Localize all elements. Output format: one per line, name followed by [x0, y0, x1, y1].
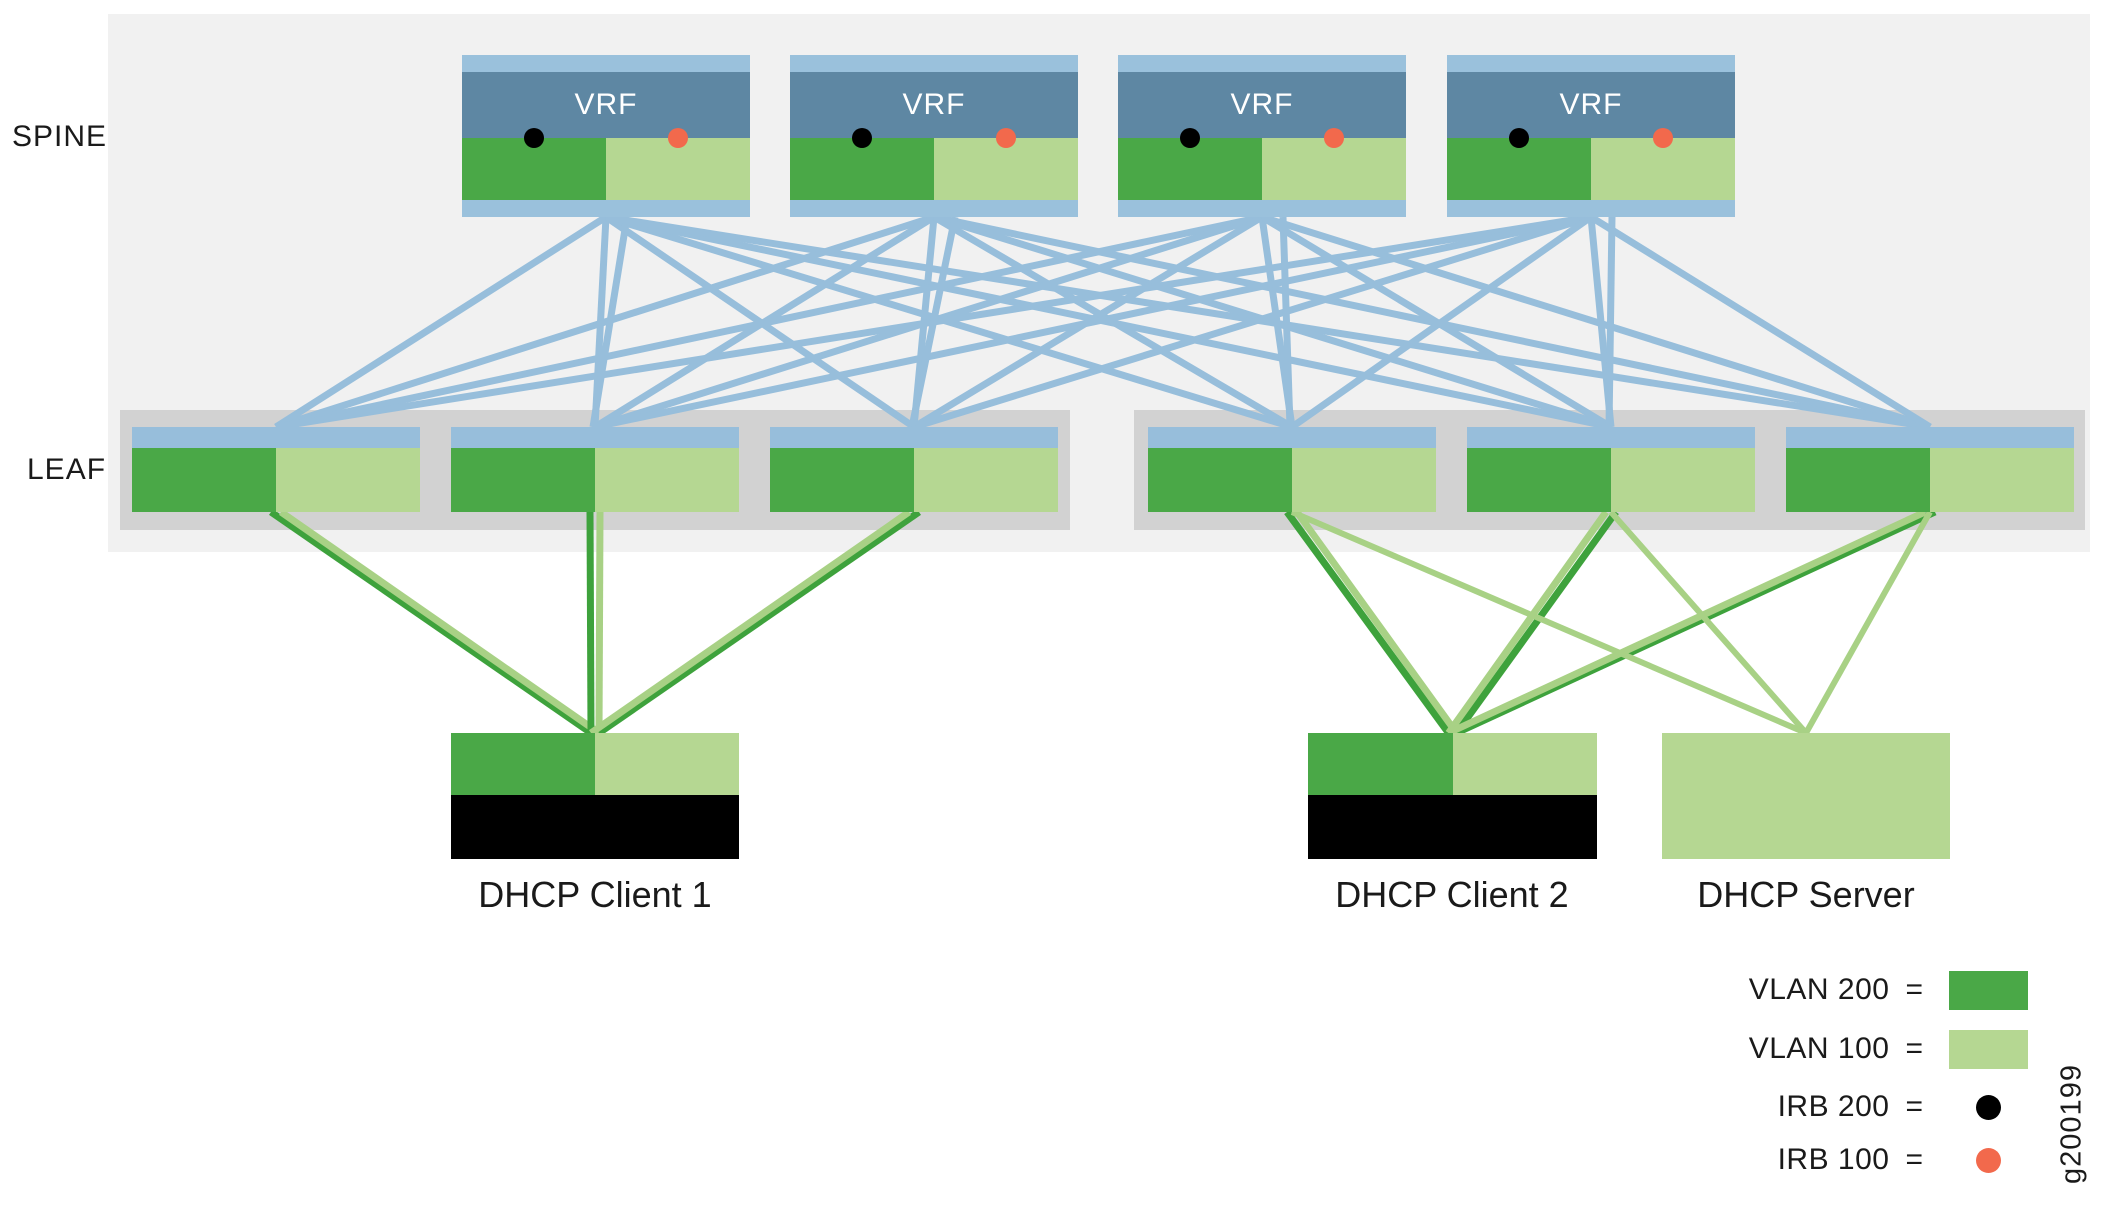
spine2-leaf1-link	[274, 213, 936, 431]
spine4-leaf2-link	[594, 213, 1592, 431]
spine3-leaf1-link	[275, 213, 1263, 431]
leaf-3-client1-vlan200-link	[597, 509, 921, 736]
spine2-leaf4-link	[932, 213, 1294, 431]
leaf-1-client1-vlan100-link	[279, 509, 601, 736]
spine1-leaf2-link-2	[589, 216, 631, 428]
spine4-leaf3-link	[912, 213, 1593, 431]
spine4-leaf5-link-2	[1605, 216, 1616, 428]
spine1-leaf1-link	[274, 214, 608, 430]
leaf-6-client2-vlan200-link	[1455, 508, 1937, 737]
leaf-1-client1-vlan200-link	[269, 509, 593, 736]
spine4-leaf6-link	[1589, 214, 1932, 430]
leaf-4-server-vlan100-link	[1290, 509, 1808, 736]
spine4-leaf4-link	[1289, 214, 1594, 430]
leaf-6-server-vlan100-link	[1803, 510, 1933, 735]
spine2-leaf5-link	[932, 213, 1613, 431]
leaf-3-client1-vlan100-link	[589, 509, 911, 736]
leaf-4-client2-vlan200-link	[1284, 509, 1452, 736]
leaf-2-client1-vlan100-link	[595, 511, 604, 734]
leaf-4-client2-vlan100-link	[1294, 509, 1460, 736]
spine2-leaf3-link-2	[908, 216, 959, 428]
leaf-5-client2-vlan100-link	[1445, 509, 1609, 736]
leaf-6-client2-vlan100-link	[1447, 508, 1927, 737]
leaf-2-client1-vlan200-link	[586, 511, 595, 734]
leaf-5-server-vlan100-link	[1608, 510, 1809, 735]
leaf-5-client2-vlan200-link	[1453, 509, 1619, 736]
spine3-leaf4-link-2	[1279, 216, 1294, 428]
